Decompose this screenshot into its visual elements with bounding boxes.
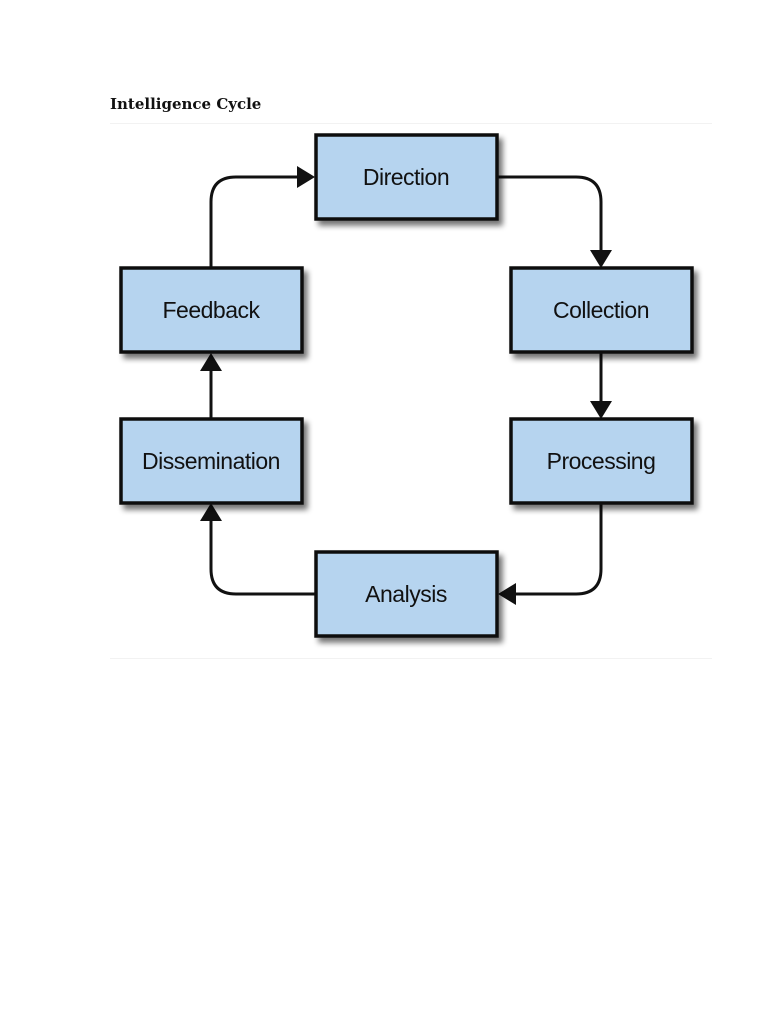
arrowhead-icon (297, 166, 315, 188)
node-label: Dissemination (142, 448, 280, 474)
node-label: Analysis (365, 581, 447, 607)
arrowhead-icon (498, 583, 516, 605)
node-collection: Collection (509, 266, 694, 354)
arrowhead-icon (200, 353, 222, 371)
node-analysis: Analysis (314, 550, 499, 638)
connectors (200, 166, 612, 605)
node-processing: Processing (509, 417, 694, 505)
arrowhead-icon (590, 401, 612, 419)
edge-direction-collection (498, 175, 603, 250)
node-label: Processing (547, 448, 656, 474)
node-label: Collection (553, 297, 649, 323)
node-label: Direction (363, 164, 449, 190)
node-dissemination: Dissemination (119, 417, 304, 505)
intelligence-cycle-figure (110, 123, 712, 659)
node-direction: Direction (314, 133, 499, 221)
arrowhead-icon (200, 503, 222, 521)
edge-processing-analysis (516, 503, 603, 596)
node-feedback: Feedback (119, 266, 304, 354)
edge-analysis-dissemination (209, 521, 315, 596)
page-title: Intelligence Cycle (110, 95, 262, 113)
node-label: Feedback (162, 297, 260, 323)
edge-feedback-direction (209, 175, 297, 267)
arrowhead-icon (590, 250, 612, 268)
